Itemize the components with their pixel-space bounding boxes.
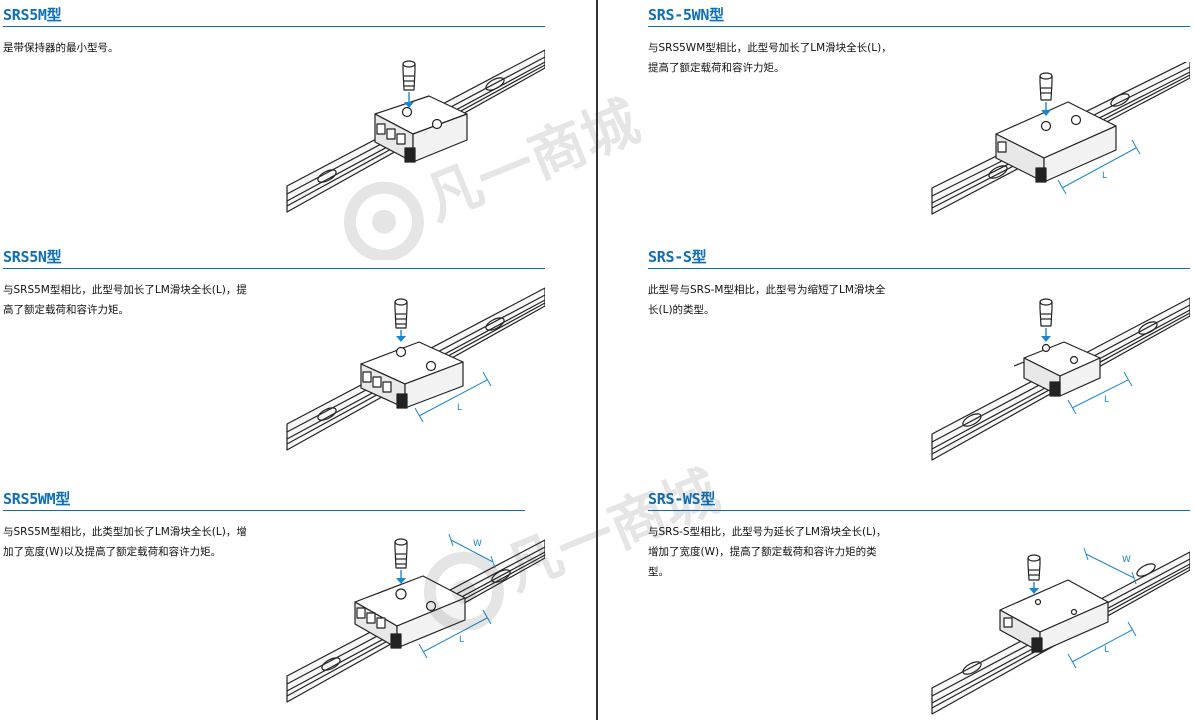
section-description: 与SRS5M型相比，此型号加长了LM滑块全长(L)，提 高了额定载荷和容许力矩。 (3, 284, 247, 316)
section-srs5wm: SRS5WM型 与SRS5M型相比，此类型加长了LM滑块全长(L)，增 加了宽度… (3, 490, 545, 720)
title-rule (648, 510, 1190, 511)
section-title: SRS5M型 (3, 6, 62, 24)
section-title: SRS-S型 (648, 248, 707, 266)
dimension-label-w: W (473, 539, 482, 549)
section-description: 此型号与SRS-M型相比，此型号为缩短了LM滑块全 长(L)的类型。 (648, 284, 886, 316)
title-rule (648, 26, 1190, 27)
column-divider (596, 0, 598, 720)
section-title: SRS-5WN型 (648, 6, 724, 24)
section-srs5n: SRS5N型 与SRS5M型相比，此型号加长了LM滑块全长(L)，提 高了额定载… (3, 248, 545, 470)
section-srs-5wn: SRS-5WN型 与SRS5WM型相比，此型号加长了LM滑块全长(L)， 提高了… (648, 6, 1190, 242)
linear-guide-illustration: W L (931, 547, 1190, 715)
dimension-label-l: L (1104, 395, 1109, 405)
title-rule (3, 510, 525, 511)
section-title: SRS5N型 (3, 248, 62, 266)
section-description: 与SRS5WM型相比，此型号加长了LM滑块全长(L)， 提高了额定载荷和容许力矩… (648, 42, 892, 74)
linear-guide-illustration: L (931, 62, 1190, 215)
linear-guide-illustration (286, 49, 545, 213)
title-rule (648, 268, 1190, 269)
linear-guide-illustration: L (931, 297, 1190, 461)
section-title: SRS5WM型 (3, 490, 71, 508)
dimension-label-l: L (457, 403, 462, 413)
section-description: 是带保持器的最小型号。 (3, 42, 119, 54)
section-srs-s: SRS-S型 此型号与SRS-M型相比，此型号为缩短了LM滑块全 长(L)的类型… (648, 248, 1190, 476)
title-rule (3, 268, 545, 269)
section-srs5m: SRS5M型 是带保持器的最小型号。 (3, 6, 545, 234)
section-description: 与SRS5M型相比，此类型加长了LM滑块全长(L)，增 加了宽度(W)以及提高了… (3, 526, 247, 558)
dimension-label-w: W (1122, 555, 1131, 565)
linear-guide-illustration: W L (286, 533, 545, 703)
title-rule (3, 26, 545, 27)
section-title: SRS-WS型 (648, 490, 716, 508)
linear-guide-illustration: L (286, 287, 545, 451)
dimension-label-l: L (1104, 645, 1109, 655)
dimension-label-l: L (1102, 171, 1107, 181)
section-description: 与SRS-S型相比，此型号为延长了LM滑块全长(L)， 增加了宽度(W)，提高了… (648, 526, 887, 578)
section-srs-ws: SRS-WS型 与SRS-S型相比，此型号为延长了LM滑块全长(L)， 增加了宽… (648, 490, 1190, 720)
dimension-label-l: L (459, 635, 464, 645)
